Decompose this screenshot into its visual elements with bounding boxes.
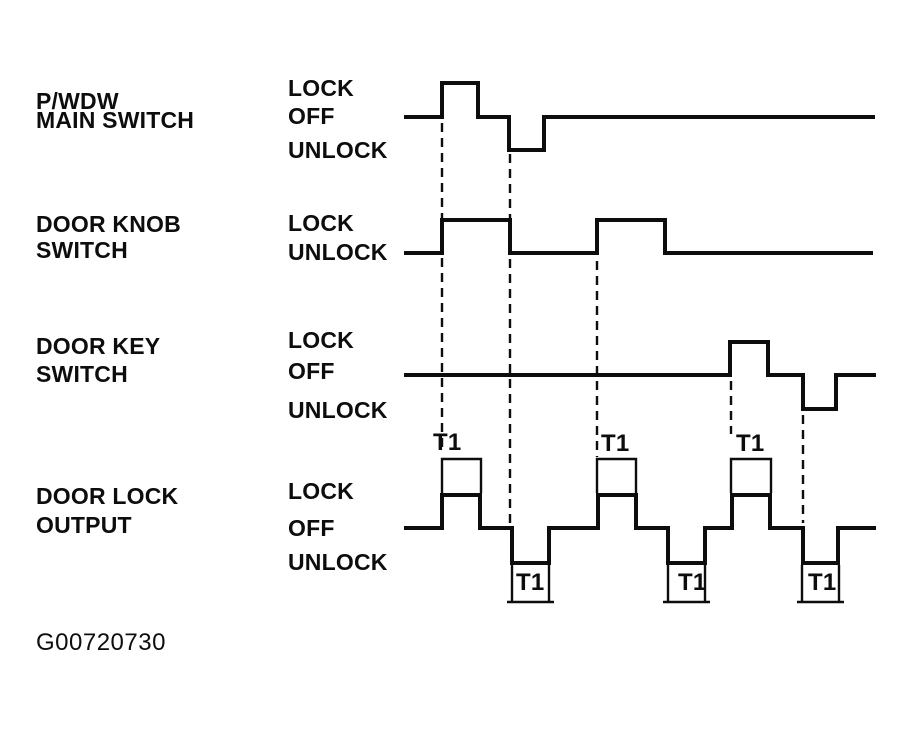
t1-top-bracket-2 (595, 457, 638, 493)
figure-code: G00720730 (36, 629, 166, 656)
t1-label-top-3: T1 (736, 430, 765, 457)
level-label-row3-lock: LOCK (288, 327, 354, 353)
row-label-door-knob-switch-line1: DOOR KNOB (36, 211, 181, 237)
level-label-row2-unlock: UNLOCK (288, 239, 388, 265)
t1-top-bracket-1 (440, 457, 483, 493)
t1-top-bracket-3 (729, 457, 773, 493)
level-label-row3-unlock: UNLOCK (288, 397, 388, 423)
level-label-row4-lock: LOCK (288, 478, 354, 504)
level-label-row1-off: OFF (288, 103, 335, 129)
row-label-door-knob-switch-line2: SWITCH (36, 237, 128, 263)
t1-label-top-2: T1 (601, 430, 630, 457)
waveform-pwdw-main-switch (404, 81, 875, 152)
waveform-door-lock-output (404, 493, 876, 565)
row-label-pwdw-main-switch-line2: MAIN SWITCH (36, 107, 195, 133)
row-label-door-lock-output-line2: OUTPUT (36, 512, 132, 538)
t1-bottom-bracket-2 (663, 565, 710, 604)
row-label-pwdw-main-switch-line1: P/WDW (36, 88, 119, 114)
level-label-row2-lock: LOCK (288, 210, 354, 236)
t1-bottom-bracket-3 (797, 565, 844, 604)
t1-label-bottom-2: T1 (678, 569, 707, 596)
waveform-door-key-switch (404, 340, 876, 411)
t1-bottom-bracket-1 (507, 565, 554, 604)
t1-label-bottom-1: T1 (516, 569, 545, 596)
waveform-door-knob-switch (404, 218, 873, 255)
row-label-door-key-switch-line1: DOOR KEY (36, 333, 161, 359)
t1-label-top-1: T1 (433, 429, 462, 456)
level-label-row4-unlock: UNLOCK (288, 549, 388, 575)
level-label-row1-lock: LOCK (288, 75, 354, 101)
level-label-row3-off: OFF (288, 358, 335, 384)
level-label-row4-off: OFF (288, 515, 335, 541)
row-label-door-lock-output-line1: DOOR LOCK (36, 483, 179, 509)
level-label-row1-unlock: UNLOCK (288, 137, 388, 163)
row-label-door-key-switch-line2: SWITCH (36, 361, 128, 387)
t1-label-bottom-3: T1 (808, 569, 837, 596)
